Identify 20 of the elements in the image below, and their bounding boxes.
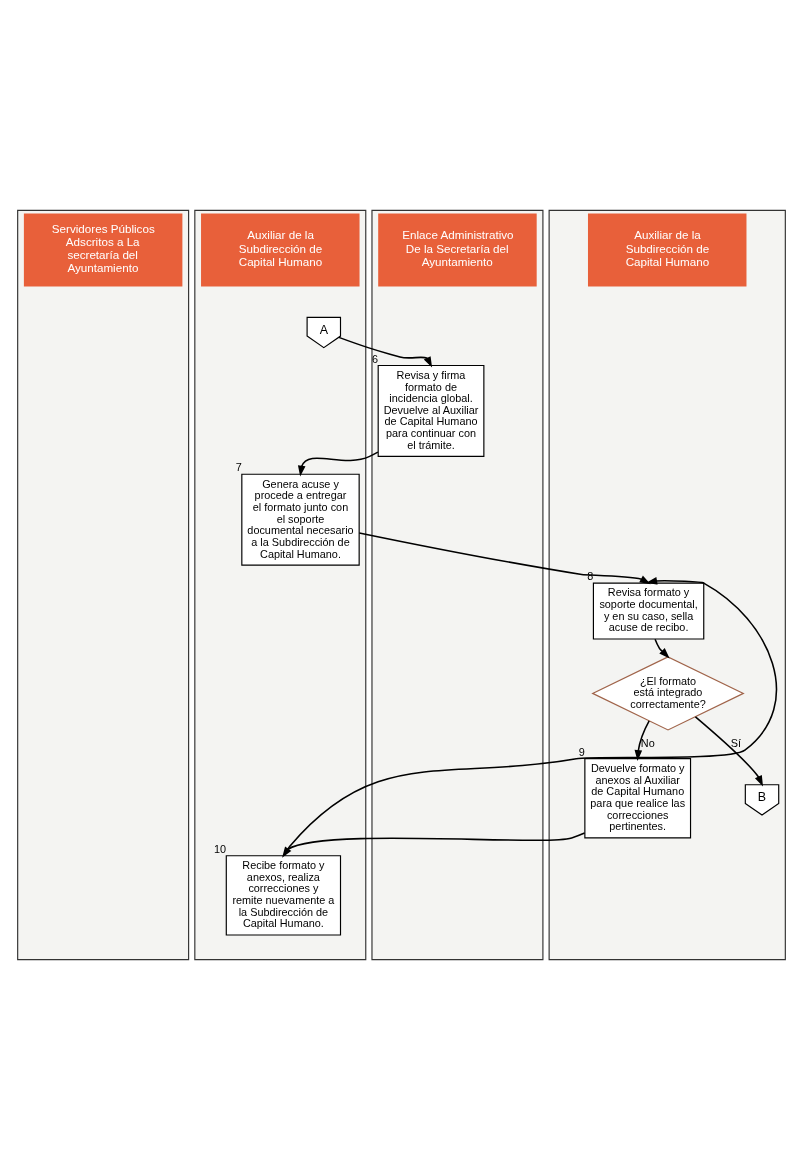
arrow [694,715,764,786]
node-label: 7 [235,460,242,473]
node-box: Revisa y firma formato de incidencia global. Devuelve al Auxiliar de Capital Humano para continuar con el trámite. [377,364,485,457]
node-box: Devuelve formato y anexos al Auxiliar de Capital Humano para que realice las correcciones pertinentes. [584,757,692,838]
node-box: Genera acuse y procede a entregar el formato junto con el soporte documental necesario a la Subdirección de Capital Humano. [241,473,360,566]
arrow [283,576,778,856]
node-label: 6 [372,352,379,365]
node-box: Recibe formato y anexos, realiza correcciones y remite nuevamente a la Subdirección de Capital Humano. [225,854,342,936]
arrow [654,637,670,659]
arrow [338,336,433,368]
node-box: Revisa formato y soporte documental, y en su caso, sella acuse de recibo. [592,581,705,640]
edge-label: Sí [730,736,742,749]
node-label: 9 [578,745,585,758]
node-diamond: ¿El formato está integrado correctamente? [591,655,745,731]
arrow [297,450,379,477]
arrow [282,831,586,858]
arrow [358,531,651,584]
arrow [634,719,650,761]
edge-label: No [640,736,655,749]
node-label: 10 [214,842,227,855]
